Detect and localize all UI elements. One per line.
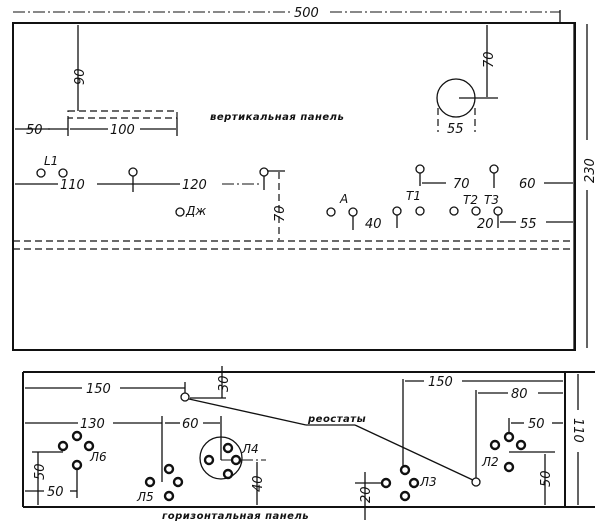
socket-l3-2: [399, 464, 411, 476]
label-l2: Л2: [481, 455, 499, 469]
spacing-40-label: 40: [365, 217, 382, 232]
width-dim-label: 500: [294, 6, 319, 21]
socket-l5-3: [172, 476, 184, 488]
hole-t2: [471, 206, 481, 216]
hole-upper-1: [415, 164, 425, 174]
meter-diameter-label: 55: [447, 122, 464, 137]
hole-a-1: [326, 207, 336, 217]
rheostats-label: реостаты: [307, 414, 366, 425]
label-l5: Л5: [136, 490, 154, 504]
vertical-panel-outline: [12, 22, 576, 351]
socket-l4-1: [222, 442, 234, 454]
socket-l6-4: [71, 459, 83, 471]
row-left-dim-label: 110: [60, 178, 85, 193]
spacing-55-label: 55: [520, 217, 537, 232]
hp-height-label: 110: [570, 418, 585, 443]
slot-top-dim-label: 90: [73, 68, 88, 85]
socket-l2-3: [515, 439, 527, 451]
label-l6: Л6: [89, 450, 107, 464]
rheostat-leader-2: [354, 424, 476, 482]
hole-dzh: [175, 207, 185, 217]
socket-l6-1: [57, 440, 69, 452]
socket-l5-1: [163, 463, 175, 475]
vertical-panel-caption: вертикальная панель: [210, 112, 344, 123]
l1-right-label: 50: [528, 417, 545, 432]
l1-bottom-label: 50: [539, 470, 554, 487]
rheo1-top-label: 30: [217, 375, 232, 392]
hole-t1: [415, 206, 425, 216]
label-l3: Л3: [419, 475, 437, 489]
label-l1: L1: [44, 154, 58, 168]
l4-bottom-label: 40: [251, 475, 266, 492]
hole-upper-2: [489, 164, 499, 174]
spacing-70-label: 70: [453, 177, 470, 192]
socket-l2-1: [489, 439, 501, 451]
height-dim-label: 230: [583, 158, 598, 183]
spacing-60-label: 60: [519, 177, 536, 192]
row-spacing-dim-label: 120: [182, 178, 207, 193]
socket-l6-2: [71, 430, 83, 442]
socket-l3-3: [408, 477, 420, 489]
vertical-panel: 500 230 90 50 100 вертикальная панель 70…: [12, 6, 598, 351]
socket-l6-3: [83, 440, 95, 452]
slot-length-dim-label: 100: [110, 123, 135, 138]
slot-outline: [67, 110, 178, 119]
l3-bottom-label: 20: [359, 486, 374, 503]
socket-l5-4: [163, 490, 175, 502]
hole-row1-3: [259, 167, 269, 177]
socket-l4-4: [222, 468, 234, 480]
label-dzh: Дж: [185, 204, 206, 218]
label-t3: T3: [484, 193, 499, 207]
horizontal-panel-caption: горизонтальная панель: [162, 511, 309, 522]
rheostat-1: [180, 392, 190, 402]
row-depth-dim-label: 70: [273, 205, 288, 222]
label-l4: Л4: [241, 442, 259, 456]
socket-l4-3: [230, 454, 242, 466]
socket-l2-2: [503, 431, 515, 443]
l5-left-label: 130: [80, 417, 105, 432]
hole-row1-2: [128, 167, 138, 177]
l6-vertical-label: 50: [33, 463, 48, 480]
socket-l3-1: [380, 477, 392, 489]
hole-l1-a: [36, 168, 46, 178]
rheostat-leader-1: [188, 398, 307, 426]
meter-top-dim-label: 70: [482, 51, 497, 68]
l6-horizontal-label: 50: [47, 485, 64, 500]
slot-left-dim-label: 50: [26, 123, 43, 138]
hole-a-2: [348, 207, 358, 217]
spacing-20-label: 20: [477, 217, 494, 232]
hole-t-2: [449, 206, 459, 216]
rheo2-right-label: 150: [428, 375, 453, 390]
rheo1-left-label: 150: [86, 382, 111, 397]
socket-l4-2: [203, 454, 215, 466]
label-t2: T2: [463, 193, 478, 207]
hole-t-1: [392, 206, 402, 216]
label-t1: T1: [406, 189, 421, 203]
socket-l3-4: [399, 490, 411, 502]
l2-right-label: 80: [511, 387, 528, 402]
socket-l5-2: [144, 476, 156, 488]
socket-l2-4: [503, 461, 515, 473]
l4-offset-label: 60: [182, 417, 199, 432]
hole-t3: [493, 206, 503, 216]
hole-l1-b: [58, 168, 68, 178]
label-a: А: [339, 192, 348, 206]
horizontal-panel: 110 150 30 реостаты Л6 130 50 50: [22, 366, 595, 522]
rheostat-2: [471, 477, 481, 487]
